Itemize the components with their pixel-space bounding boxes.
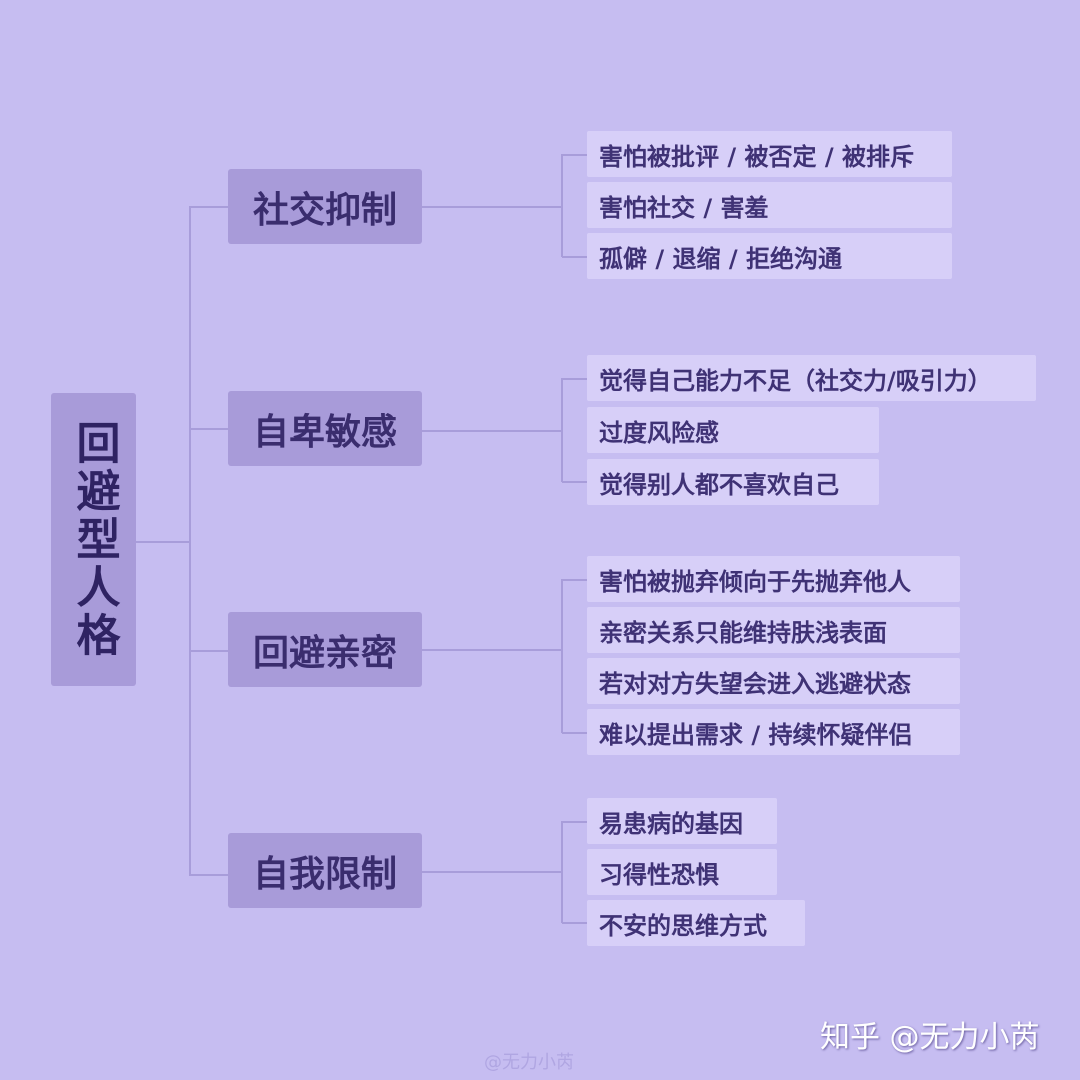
leaf-connector bbox=[562, 378, 587, 380]
leaf-node: 易患病的基因 bbox=[587, 798, 777, 844]
leaf-connector bbox=[422, 430, 562, 432]
leaf-connector bbox=[562, 154, 587, 156]
leaf-node: 过度风险感 bbox=[587, 407, 879, 453]
leaf-node: 亲密关系只能维持肤浅表面 bbox=[587, 607, 960, 653]
root-connector bbox=[136, 541, 190, 543]
leaf-connector bbox=[562, 821, 587, 823]
branch-node: 自卑敏感 bbox=[228, 391, 422, 466]
leaf-connector bbox=[562, 579, 587, 581]
leaf-connector bbox=[561, 821, 563, 923]
branch-connector bbox=[190, 206, 228, 208]
leaf-node: 难以提出需求 / 持续怀疑伴侣 bbox=[587, 709, 960, 755]
leaf-node: 觉得自己能力不足（社交力/吸引力） bbox=[587, 355, 1036, 401]
leaf-connector bbox=[422, 649, 562, 651]
leaf-connector bbox=[422, 206, 562, 208]
leaf-connector bbox=[562, 732, 587, 734]
leaf-node: 孤僻 / 退缩 / 拒绝沟通 bbox=[587, 233, 952, 279]
branch-connector bbox=[190, 650, 228, 652]
leaf-connector bbox=[562, 481, 587, 483]
trunk-line bbox=[189, 206, 191, 876]
leaf-node: 害怕被批评 / 被否定 / 被排斥 bbox=[587, 131, 952, 177]
leaf-node: 不安的思维方式 bbox=[587, 900, 805, 946]
root-node: 回避型人格 bbox=[51, 393, 136, 686]
leaf-node: 若对对方失望会进入逃避状态 bbox=[587, 658, 960, 704]
leaf-node: 害怕被抛弃倾向于先抛弃他人 bbox=[587, 556, 960, 602]
leaf-node: 觉得别人都不喜欢自己 bbox=[587, 459, 879, 505]
watermark: 知乎 @无力小芮 bbox=[820, 1020, 1040, 1055]
leaf-connector bbox=[562, 256, 587, 258]
leaf-connector bbox=[422, 871, 562, 873]
branch-node: 自我限制 bbox=[228, 833, 422, 908]
leaf-connector bbox=[561, 378, 563, 482]
branch-node: 社交抑制 bbox=[228, 169, 422, 244]
leaf-connector bbox=[561, 579, 563, 733]
branch-connector bbox=[190, 428, 228, 430]
leaf-node: 害怕社交 / 害羞 bbox=[587, 182, 952, 228]
branch-connector bbox=[190, 874, 228, 876]
leaf-node: 习得性恐惧 bbox=[587, 849, 777, 895]
branch-node: 回避亲密 bbox=[228, 612, 422, 687]
watermark-small: @无力小芮 bbox=[484, 1052, 574, 1073]
leaf-connector bbox=[561, 154, 563, 257]
leaf-connector bbox=[562, 922, 587, 924]
